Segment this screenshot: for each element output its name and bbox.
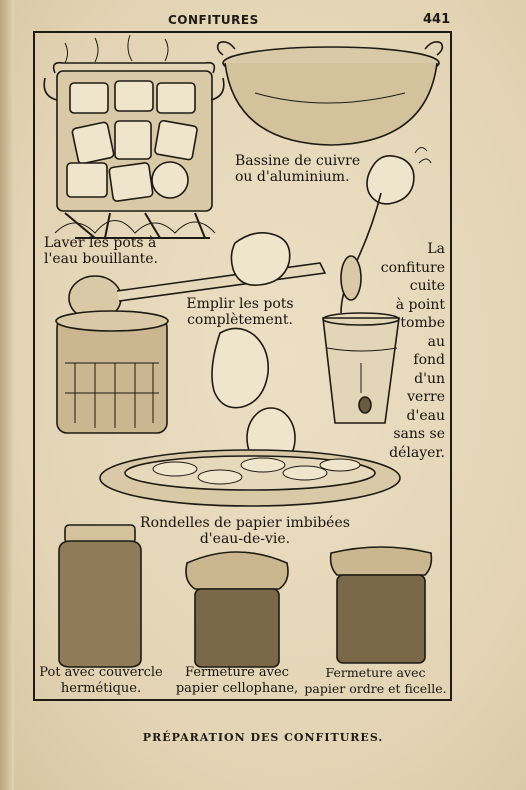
label-rondelles-line1: Rondelles de papier imbibées [140,515,350,531]
hand-with-paper-round-illustration [99,327,401,507]
label-confiture-line: confiture [380,259,445,276]
water-glass-illustration [322,312,400,424]
label-confiture-line: délayer. [389,444,445,461]
plate-drawing [43,34,444,668]
label-confiture-line: verre [407,389,445,405]
jar-cellophane-illustration [185,551,289,668]
label-confiture-line: cuite [409,278,445,294]
label-cellophane-line1: Fermeture avec [185,665,289,680]
label-cellophane-line2: papier cellophane, [175,681,299,696]
label-confiture-line: à point [395,296,445,313]
label-laver-line2: l'eau bouillante. [44,251,158,267]
jar-paper-string-illustration [329,546,433,664]
label-confiture-line: La [427,241,445,257]
illustration-plate: Bassine de cuivre ou d'aluminium. Laver … [33,31,452,701]
book-spine-shadow [0,0,14,790]
label-pot-line1: Pot avec couvercle [39,665,163,680]
boiling-pot-illustration [43,34,225,239]
label-bassine-line1: Bassine de cuivre [235,153,361,169]
hand-with-spoon-illustration [340,147,432,314]
label-confiture-line: tombe [400,315,445,331]
label-ficelle-line1: Fermeture avec [325,665,426,680]
label-rondelles-line2: d'eau-de-vie. [199,531,291,547]
label-emplir-line2: complètement. [187,312,293,328]
running-head: CONFITURES [168,13,259,27]
figure-caption: PRÉPARATION DES CONFITURES. [142,731,384,744]
label-confiture-line: fond [413,352,445,368]
label-emplir-line1: Emplir les pots [186,296,294,312]
page-number: 441 [423,12,451,27]
label-ficelle-line2: papier ordre et ficelle. [304,681,447,696]
label-confiture-block: La confiture cuite à point tombe au fond… [375,240,445,462]
copper-basin-illustration [216,41,444,146]
ladle-filling-illustration [55,232,327,434]
label-laver-line1: Laver les pots à [44,235,157,251]
label-confiture-line: au [427,333,445,350]
label-bassine-line2: ou d'aluminium. [235,169,350,185]
label-confiture-line: d'un [414,370,445,387]
label-confiture-line: d'eau [406,407,445,424]
label-pot-line2: hermétique. [60,681,142,696]
label-confiture-line: sans se [393,426,445,442]
jar-hermetic-lid-illustration [58,524,142,668]
